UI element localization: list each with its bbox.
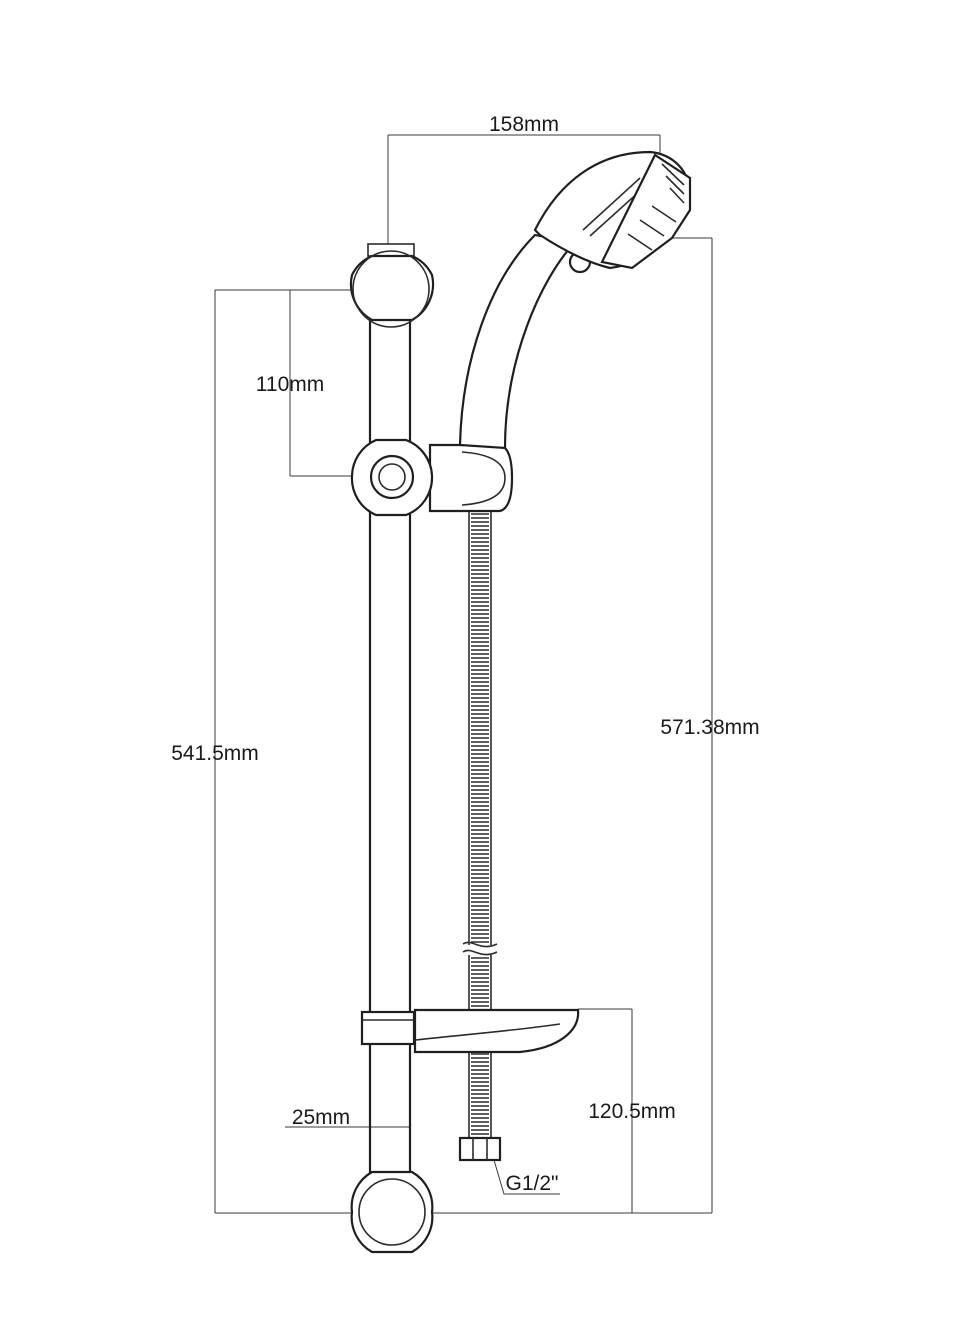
hand-shower-handle [458,233,578,450]
hose-break-top [462,941,498,948]
bottom-bracket-ring [358,1178,426,1246]
spray-face [600,153,692,270]
label-overall-height: 541.5mm [171,742,259,765]
top-wall-bracket [349,243,435,328]
dimension-lines [214,134,713,1214]
hose-break-bottom [462,949,498,956]
label-bracket-spacing: 110mm [256,373,324,396]
hose-connector [458,1136,502,1162]
soap-dish [360,1008,580,1054]
label-total-height: 571.38mm [660,716,759,739]
label-soap-dish-height: 120.5mm [588,1100,676,1123]
handset-slider [350,438,514,517]
top-bracket-ring [352,250,430,328]
hand-shower [458,150,692,450]
head-highlight-1 [582,177,641,231]
label-connector-thread: G1/2" [506,1172,559,1195]
spray-face-ribs [627,163,685,251]
dimension-labels: 158mm 110mm 541.5mm 571.38mm 25mm 120.5m… [171,113,759,1195]
g12-leader-line [493,1159,560,1195]
slider-knob-outer [369,454,415,500]
label-head-width: 158mm [489,113,559,136]
connector-nut [458,1136,502,1162]
soap-dish-curve [414,1023,561,1041]
label-rail-diameter: 25mm [292,1106,350,1129]
slider-holder-cup [461,451,506,506]
bottom-wall-bracket [350,1170,434,1254]
shower-hose [462,505,498,1138]
hose-upper-corrugation [471,505,489,945]
slider-knob-inner [378,463,406,491]
bottom-bracket-body [350,1170,434,1254]
slider-holder-body [428,443,514,513]
soap-dish-clamp [360,1010,416,1046]
